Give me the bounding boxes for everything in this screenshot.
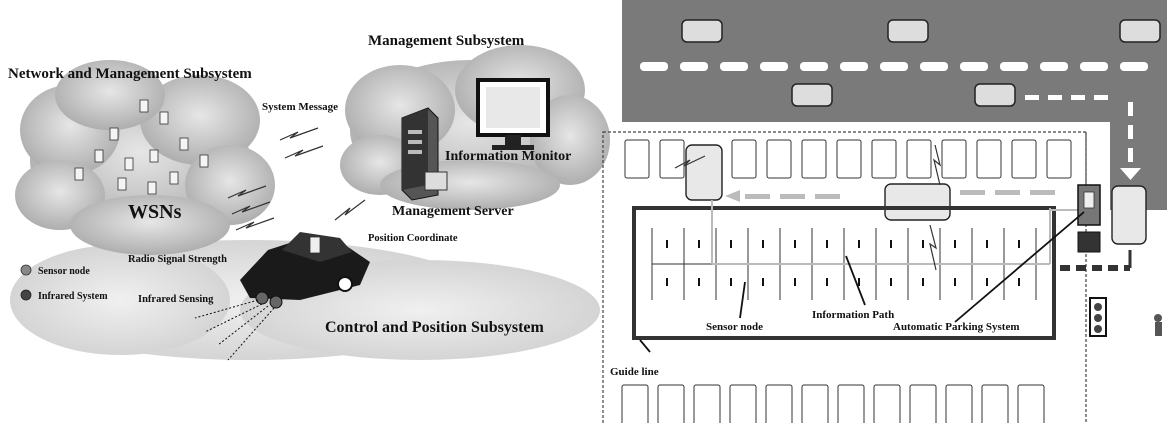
road xyxy=(622,0,1167,122)
entry-gate xyxy=(1060,250,1132,271)
parking-stalls-bottom xyxy=(621,384,1045,423)
label-pointers xyxy=(639,211,1085,353)
right-panel: Information Path Sensor node Automatic P… xyxy=(602,0,1167,423)
management-server-icon xyxy=(401,107,448,201)
vehicle-icon xyxy=(240,232,370,309)
label-wsns: WSNs xyxy=(128,201,182,223)
traffic-light-icon xyxy=(1089,297,1107,337)
lane-dashes xyxy=(640,62,1148,71)
management-cloud xyxy=(340,45,610,210)
route-arrow xyxy=(1025,95,1141,180)
label-guide-line: Guide line xyxy=(610,366,659,378)
label-management-subsystem: Management Subsystem xyxy=(368,33,525,49)
legend-infrared-system: Infrared System xyxy=(38,291,108,302)
pedestrian-icon xyxy=(1154,314,1162,336)
label-position-coordinate: Position Coordinate xyxy=(368,233,458,244)
road-cars xyxy=(681,19,1161,107)
information-path xyxy=(711,200,1085,265)
infrared-beams xyxy=(194,299,275,361)
legend-icons xyxy=(20,264,32,301)
automatic-parking-system-icon xyxy=(1077,184,1101,253)
lot-direction-dashes xyxy=(725,190,1055,202)
sensor-markers xyxy=(666,240,1020,286)
label-information-monitor: Information Monitor xyxy=(445,149,571,164)
wsn-sensor-nodes xyxy=(74,99,209,195)
label-infrared-sensing: Infrared Sensing xyxy=(138,294,214,305)
wireless-signal-bolts xyxy=(227,127,366,231)
legend-sensor-node: Sensor node xyxy=(38,266,90,277)
parking-lot-border xyxy=(602,131,1087,423)
wsn-cloud xyxy=(15,60,275,255)
label-information-path: Information Path xyxy=(812,309,894,321)
parking-stalls-top xyxy=(624,139,1072,179)
label-management-server: Management Server xyxy=(392,204,514,219)
label-sensor-node-lot: Sensor node xyxy=(706,321,763,333)
label-system-message: System Message xyxy=(262,101,338,113)
sensor-node-legend-icon xyxy=(20,264,32,276)
lot-signal-bolts xyxy=(674,144,942,271)
infrared-legend-icon xyxy=(20,289,32,301)
guide-line-loop xyxy=(632,206,1056,340)
label-control-position: Control and Position Subsystem xyxy=(325,319,545,336)
label-radio-signal: Radio Signal Strength xyxy=(128,254,227,265)
label-network-management: Network and Management Subsystem xyxy=(8,66,252,82)
information-monitor-icon xyxy=(476,78,550,150)
label-automatic-parking-system: Automatic Parking System xyxy=(893,321,1020,333)
left-panel: Network and Management Subsystem Managem… xyxy=(8,33,610,361)
moving-cars-lot xyxy=(685,144,1147,245)
